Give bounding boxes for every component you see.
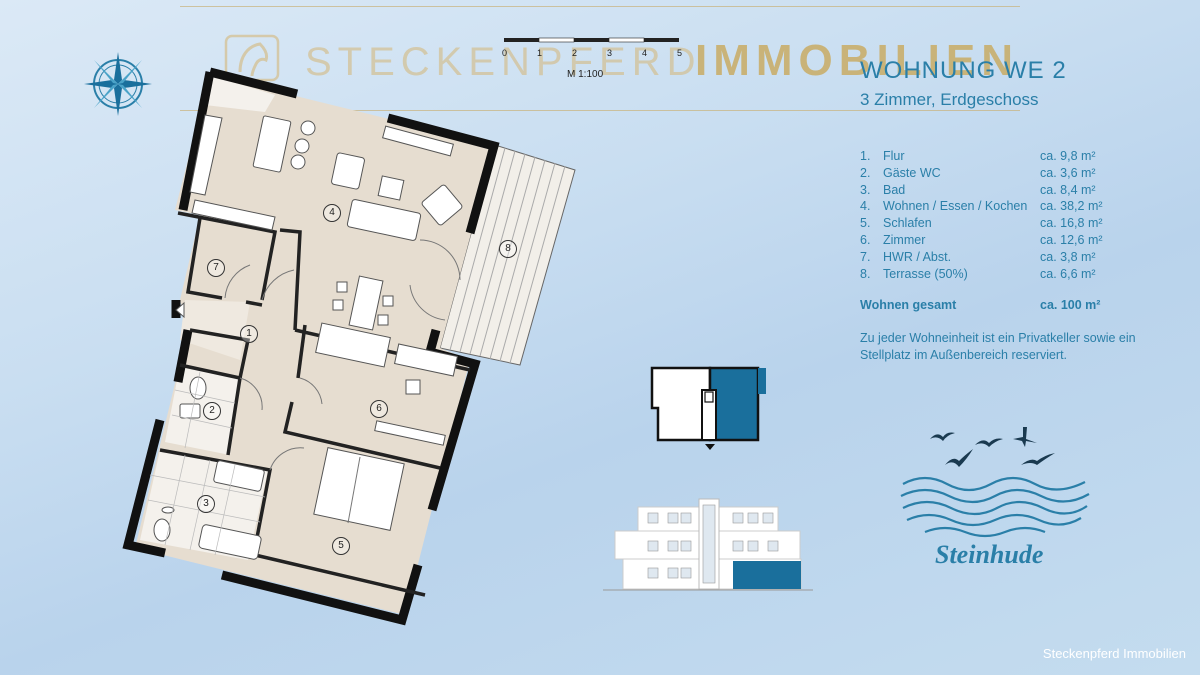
building-elevation	[603, 498, 813, 591]
compass-icon	[84, 52, 152, 116]
unit-subtitle: 3 Zimmer, Erdgeschoss	[860, 90, 1039, 109]
unit-title: WOHNUNG WE 2	[860, 57, 1067, 84]
plan-label-schlafen: 5	[332, 537, 350, 555]
plan-label-bad: 3	[197, 495, 215, 513]
location-name: Steinhude	[935, 540, 1044, 569]
scale-tick: 1	[537, 48, 543, 58]
room-row: 7.HWR / Abst.ca. 3,8 m²	[860, 249, 1096, 264]
scale-bar	[504, 37, 679, 43]
plan-label-flur: 1	[240, 325, 258, 343]
total-value: ca. 100 m²	[1040, 298, 1101, 312]
brand-name-right: IMMOBILIEN	[695, 36, 1019, 85]
header-line-bottom	[180, 110, 1020, 111]
plan-label-hwr: 7	[207, 259, 225, 277]
scale-tick: 3	[607, 48, 613, 58]
scale-tick: 0	[502, 48, 508, 58]
total-label: Wohnen gesamt	[860, 298, 957, 312]
scale-tick: 5	[677, 48, 683, 58]
watermark: Steckenpferd Immobilien	[1042, 646, 1186, 661]
scale-tick: 4	[642, 48, 648, 58]
scale-tick: 2	[572, 48, 578, 58]
key-plan	[650, 366, 766, 450]
plan-label-zimmer: 6	[370, 400, 388, 418]
seagulls-icon	[930, 427, 1055, 467]
scale-label: M 1:100	[567, 69, 604, 80]
waves-icon	[900, 476, 1090, 538]
plan-label-terrasse: 8	[499, 240, 517, 258]
room-row: 8.Terrasse (50%)ca. 6,6 m²	[860, 266, 1096, 281]
plan-label-gaeste-wc: 2	[203, 402, 221, 420]
floor-plan	[122, 67, 576, 626]
brand-name-left: STECKENPFERD	[305, 40, 702, 84]
reservation-note: Zu jeder Wohneinheit ist ein Privatkelle…	[860, 331, 1136, 362]
total-area: Wohnen gesamt ca. 100 m²	[860, 298, 1120, 312]
plan-label-wohnen: 4	[323, 204, 341, 222]
header-line-top	[180, 6, 1020, 7]
